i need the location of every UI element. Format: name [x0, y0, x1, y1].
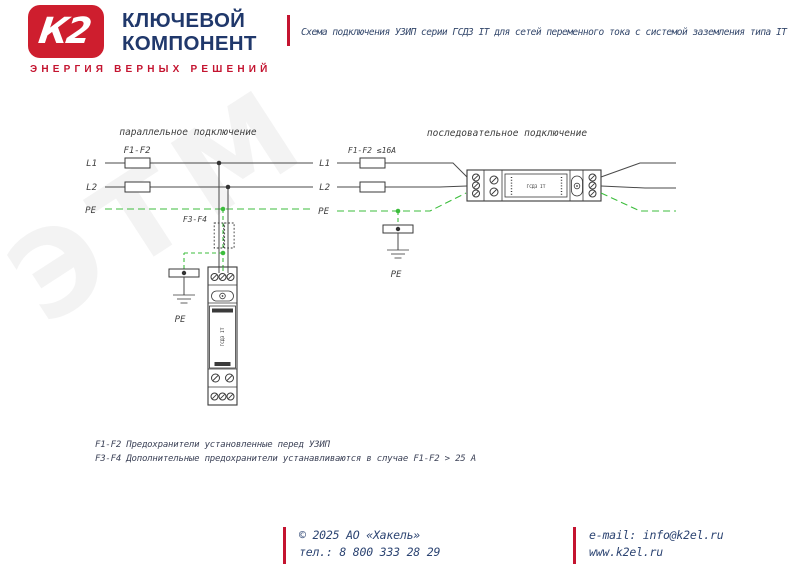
phone-text: тел.: 8 800 333 28 29 [299, 545, 441, 559]
terminal-screws-left [472, 173, 480, 198]
fuse-symbols-f1-f2 [124, 157, 151, 193]
footer-copyright-block: © 2025 АО «Хакель» тел.: 8 800 333 28 29 [283, 527, 440, 564]
label-pe: PE [85, 206, 96, 216]
extra-fuse-label: F3-F4 [183, 215, 207, 224]
title-divider-bar [287, 15, 290, 46]
fuse-label: F1-F2 ≤16А [348, 146, 396, 155]
pe-busbar [382, 224, 414, 234]
series-connection-diagram: последовательное подключение L1 L2 PE F1… [318, 128, 676, 280]
pe-junction-dot [220, 206, 226, 212]
uzip-device-parallel: ГСД3 IT [207, 266, 238, 406]
terminal-screws-right [588, 173, 597, 198]
brand-name: КЛЮЧЕВОЙ КОМПОНЕНТ [122, 9, 257, 55]
pe-busbar [168, 268, 200, 278]
ground-icon [386, 249, 410, 259]
ground-icon [172, 294, 196, 304]
junction-dot [225, 184, 231, 190]
wire-pe-in [337, 192, 467, 212]
footer-contact-block: e-mail: info@k2el.ru www.k2el.ru [573, 527, 724, 564]
terminal-screws-top [210, 273, 235, 281]
label-l1: L1 [319, 159, 330, 169]
device-body [209, 305, 236, 369]
device-model-label: ГСД3 IT [220, 327, 226, 346]
email-text: e-mail: info@k2el.ru [589, 528, 724, 542]
website-text: www.k2el.ru [589, 545, 663, 559]
footnotes: F1-F2 Предохранители установленные перед… [95, 438, 476, 466]
wire-l1-out [600, 162, 676, 178]
footnote-f1-f2: F1-F2 Предохранители установленные перед… [95, 440, 330, 450]
fuse-label: F1-F2 [123, 146, 150, 156]
wire-l2-out [600, 185, 676, 189]
wire-pe-out [600, 192, 676, 212]
fuse-symbols-f1-f2 [359, 157, 386, 193]
device-body [504, 173, 568, 198]
brand-line2: КОМПОНЕНТ [122, 32, 257, 55]
brand-tagline: ЭНЕРГИЯ ВЕРНЫХ РЕШЕНИЙ [30, 64, 272, 75]
label-l2: L2 [86, 183, 97, 193]
device-model-label: ГСД3 IT [527, 184, 546, 190]
indicator-window [571, 175, 583, 197]
footnote-f3-f4: F3-F4 Дополнительные предохранители уста… [95, 454, 476, 464]
device-top-label-bar [212, 308, 233, 313]
label-l2: L2 [319, 183, 330, 193]
uzip-device-series: ГСД3 IT [466, 169, 602, 202]
parallel-connection-diagram: параллельное подключение L1 L2 PE F1-F2 … [85, 127, 313, 406]
indicator-window [211, 290, 234, 302]
label-l1: L1 [86, 159, 97, 169]
wire-l1-in [337, 162, 468, 178]
parallel-title: параллельное подключение [119, 127, 257, 138]
brand-line1: КЛЮЧЕВОЙ [122, 9, 246, 32]
optional-fuse-boxes-f3-f4 [213, 222, 235, 249]
device-bottom-label-bar [214, 362, 231, 366]
label-pe: PE [318, 207, 329, 217]
ground-label: PE [175, 315, 186, 325]
ground-label: PE [391, 270, 402, 280]
pe-junction-dot [220, 250, 226, 256]
copyright-text: © 2025 АО «Хакель» [299, 528, 421, 542]
junction-dot [216, 160, 222, 166]
wire-l2-in [337, 185, 468, 188]
document-title: Схема подключения УЗИП серии ГСД3 IT для… [301, 27, 787, 38]
series-title: последовательное подключение [427, 128, 587, 139]
terminal-screws-bottom [210, 392, 235, 401]
k2-logo: К2 [28, 5, 104, 58]
